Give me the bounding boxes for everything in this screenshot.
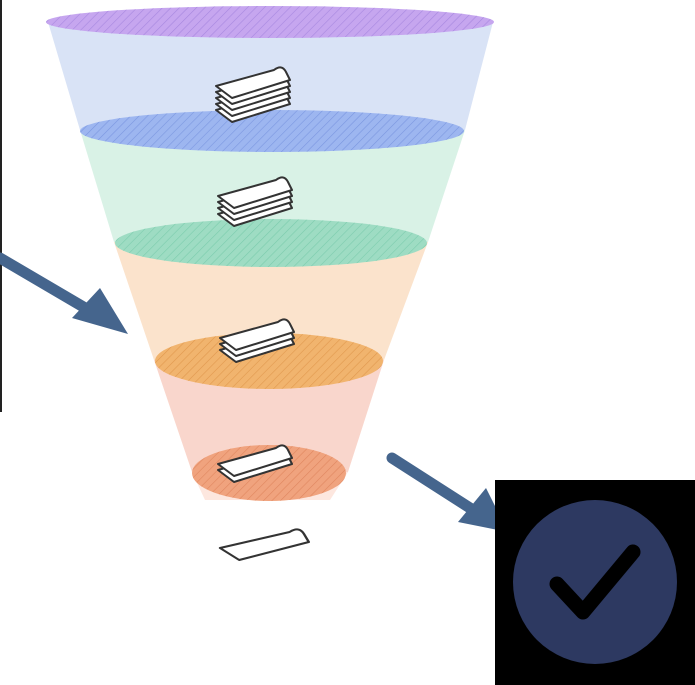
arrow-icon (386, 452, 508, 532)
funnel-segment-4 (154, 360, 384, 472)
document-icon (218, 528, 310, 562)
arrow-icon (0, 252, 128, 334)
checkmark-icon (549, 544, 641, 620)
funnel-segment-3 (114, 242, 428, 360)
funnel (46, 6, 494, 501)
checkmark-badge (495, 480, 695, 685)
badge-circle (513, 500, 677, 664)
